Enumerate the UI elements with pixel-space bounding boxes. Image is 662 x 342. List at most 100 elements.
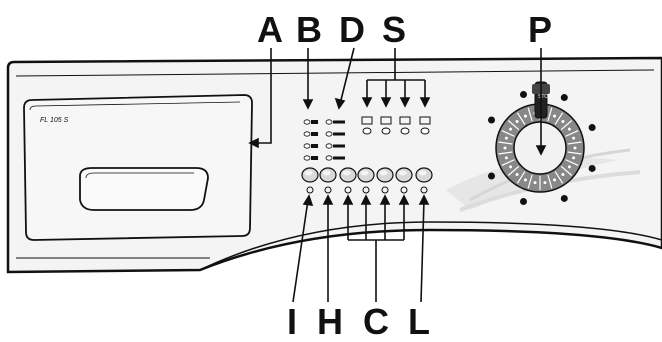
panel-button[interactable] (415, 167, 433, 183)
dial-segment-divider (516, 112, 526, 125)
indicator-lamp-d (325, 155, 333, 161)
dial-segment-mark (523, 178, 527, 182)
handwash-icon (488, 172, 496, 180)
button-icon-row (306, 186, 428, 194)
dial-segment-mark (561, 120, 565, 124)
indicator-mark-d (333, 156, 345, 160)
button-symbol-icon (324, 186, 332, 194)
dial-segment-divider (547, 107, 553, 122)
dial-segment-divider (567, 151, 582, 155)
indicator-mark-b (311, 144, 318, 148)
rinse-icon (588, 164, 596, 172)
dial-segment-divider (498, 151, 513, 155)
panel-button[interactable] (376, 167, 394, 183)
dial-segment-mark (553, 114, 557, 118)
dial-segment-mark (572, 156, 576, 160)
drain-icon (519, 198, 527, 206)
callout-s: S (382, 9, 407, 50)
callout-l: L (408, 301, 430, 342)
dial-segment-divider (498, 141, 513, 145)
button-symbol-icon (381, 186, 389, 194)
indicator-mark-b (311, 120, 318, 124)
dial-segment-mark (504, 156, 508, 160)
dial-segment-divider (554, 171, 564, 184)
dial-segment-divider (567, 141, 582, 145)
indicator-grid-b (303, 119, 318, 161)
dial-segment-mark (572, 136, 576, 140)
indicator-lamp-d (325, 143, 333, 149)
option-lamp (381, 127, 391, 135)
callout-p: P (528, 9, 553, 50)
option-icon (419, 116, 431, 125)
dial-segment-divider (501, 130, 515, 137)
option-lamp (362, 127, 372, 135)
button-symbol-icon (420, 186, 428, 194)
callout-d: D (339, 9, 365, 50)
cotton-icon (519, 90, 527, 98)
dial-segment-divider (565, 130, 579, 137)
indicator-grid-d (325, 119, 345, 161)
option-indicators-s (361, 116, 431, 135)
callout-a: A (257, 9, 283, 50)
indicator-lamp-d (325, 131, 333, 137)
dial-segment-divider (560, 120, 573, 131)
dial-segment-divider (547, 174, 553, 189)
indicator-mark-d (333, 132, 345, 136)
leader-lines (248, 47, 547, 303)
dial-segment-mark (523, 114, 527, 118)
option-icon (399, 116, 411, 125)
dial-segment-mark (567, 165, 571, 169)
dial-segment-divider (516, 171, 526, 184)
indicator-lamp-d (325, 119, 333, 125)
dial-segment-mark (573, 146, 577, 150)
callout-c: C (363, 301, 389, 342)
wool-icon (488, 116, 496, 124)
dial-segment-divider (507, 120, 520, 131)
button-symbol-icon (344, 186, 352, 194)
indicator-lamp-b (303, 155, 311, 161)
dial-segment-mark (567, 127, 571, 131)
button-symbol-icon (400, 186, 408, 194)
option-icon (380, 116, 392, 125)
panel-button[interactable] (395, 167, 413, 183)
button-symbol-icon (362, 186, 370, 194)
delicate-icon (560, 94, 568, 102)
model-label: FL 105 S (40, 117, 69, 124)
dial-segment-mark (543, 181, 547, 185)
option-icon (361, 116, 373, 125)
dial-segment-mark (515, 172, 519, 176)
dial-segment-mark (503, 146, 507, 150)
dial-segment-mark (561, 172, 565, 176)
indicator-lamp-b (303, 143, 311, 149)
dial-segment-mark (504, 136, 508, 140)
arrow-a (248, 137, 259, 149)
option-lamp (420, 127, 430, 135)
dial-program-icons (488, 90, 596, 206)
panel-button[interactable] (301, 167, 319, 183)
synthetic-icon (588, 124, 596, 132)
panel-button[interactable] (339, 167, 357, 183)
panel-button[interactable] (319, 167, 337, 183)
indicator-mark-d (333, 144, 345, 148)
dial-segment-divider (560, 165, 573, 176)
dial-segment-divider (554, 112, 564, 125)
option-lamp (400, 127, 410, 135)
indicator-mark-d (333, 120, 345, 124)
panel-button[interactable] (357, 167, 375, 183)
dial-segment-mark (509, 165, 513, 169)
callout-i: I (287, 301, 298, 342)
dial-segment-mark (533, 181, 537, 185)
stop-label: STOP (538, 94, 552, 100)
dial-segment-divider (527, 107, 533, 122)
indicator-lamp-b (303, 131, 311, 137)
indicator-lamp-b (303, 119, 311, 125)
detergent-drawer[interactable] (23, 94, 253, 241)
callout-b: B (296, 9, 322, 50)
indicator-mark-b (311, 132, 318, 136)
button-row (301, 167, 433, 183)
indicator-mark-b (311, 156, 318, 160)
drawer-handle[interactable] (79, 167, 209, 211)
callout-h: H (317, 301, 343, 342)
dial-segment-divider (507, 165, 520, 176)
